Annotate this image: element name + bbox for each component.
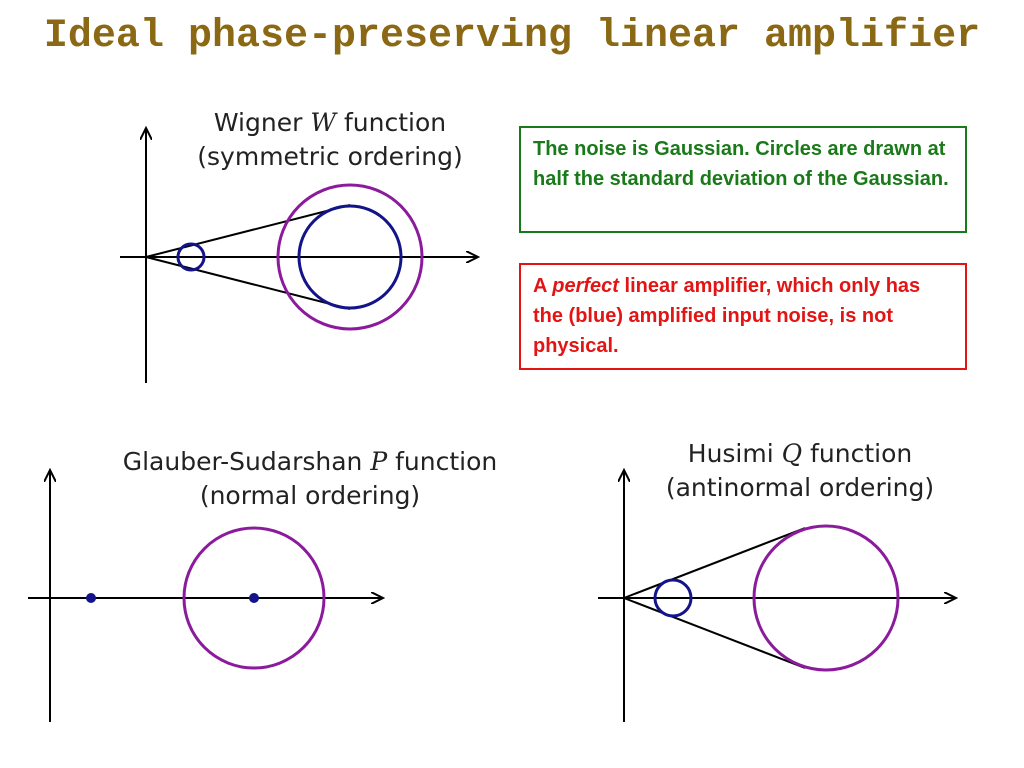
husimi-title-pre: Husimi [687, 439, 782, 468]
glauber-diagram [28, 470, 383, 722]
wigner-amplified-noise-circle [297, 204, 403, 310]
glauber-panel-title: Glauber-Sudarshan P function (normal ord… [60, 445, 560, 513]
wigner-input-noise-circle [176, 242, 206, 272]
gaussian-note-box: The noise is Gaussian. Circles are drawn… [519, 126, 967, 233]
husimi-diagram [598, 470, 956, 722]
gaussian-note-text: The noise is Gaussian. Circles are drawn… [533, 138, 949, 190]
wigner-title-pre: Wigner [213, 108, 311, 137]
perfect-note-rest: linear amplifier, which only has the (bl… [533, 275, 921, 357]
wigner-symbol: W [310, 108, 337, 137]
perfect-amplifier-note-box: A perfect linear amplifier, which only h… [519, 263, 967, 370]
wigner-output-noise-circle [276, 183, 424, 331]
wigner-lower-tangent [145, 256, 351, 310]
glauber-input-point [86, 593, 96, 603]
husimi-symbol: Q [781, 439, 803, 468]
husimi-input-noise-circle [653, 578, 693, 618]
husimi-lower-tangent [623, 597, 806, 669]
husimi-title-post: function [802, 439, 913, 468]
husimi-upper-tangent [623, 527, 806, 599]
glauber-title-post: function [387, 447, 498, 476]
wigner-subtitle: (symmetric ordering) [197, 142, 463, 171]
glauber-subtitle: (normal ordering) [199, 481, 421, 510]
slide-title: Ideal phase-preserving linear amplifier [43, 14, 981, 59]
glauber-title-pre: Glauber-Sudarshan [122, 447, 371, 476]
wigner-diagram [120, 128, 478, 383]
wigner-title-post: function [336, 108, 447, 137]
husimi-subtitle: (antinormal ordering) [665, 473, 935, 502]
husimi-panel-title: Husimi Q function (antinormal ordering) [615, 437, 985, 505]
glauber-output-point [249, 593, 259, 603]
wigner-panel-title: Wigner W function (symmetric ordering) [150, 106, 510, 174]
perfect-note-emphasis: perfect [552, 275, 619, 297]
husimi-output-noise-circle [752, 524, 900, 672]
perfect-note-prefix: A [533, 275, 553, 297]
glauber-symbol: P [370, 447, 388, 476]
glauber-added-noise-circle [182, 526, 326, 670]
wigner-upper-tangent [145, 204, 351, 258]
